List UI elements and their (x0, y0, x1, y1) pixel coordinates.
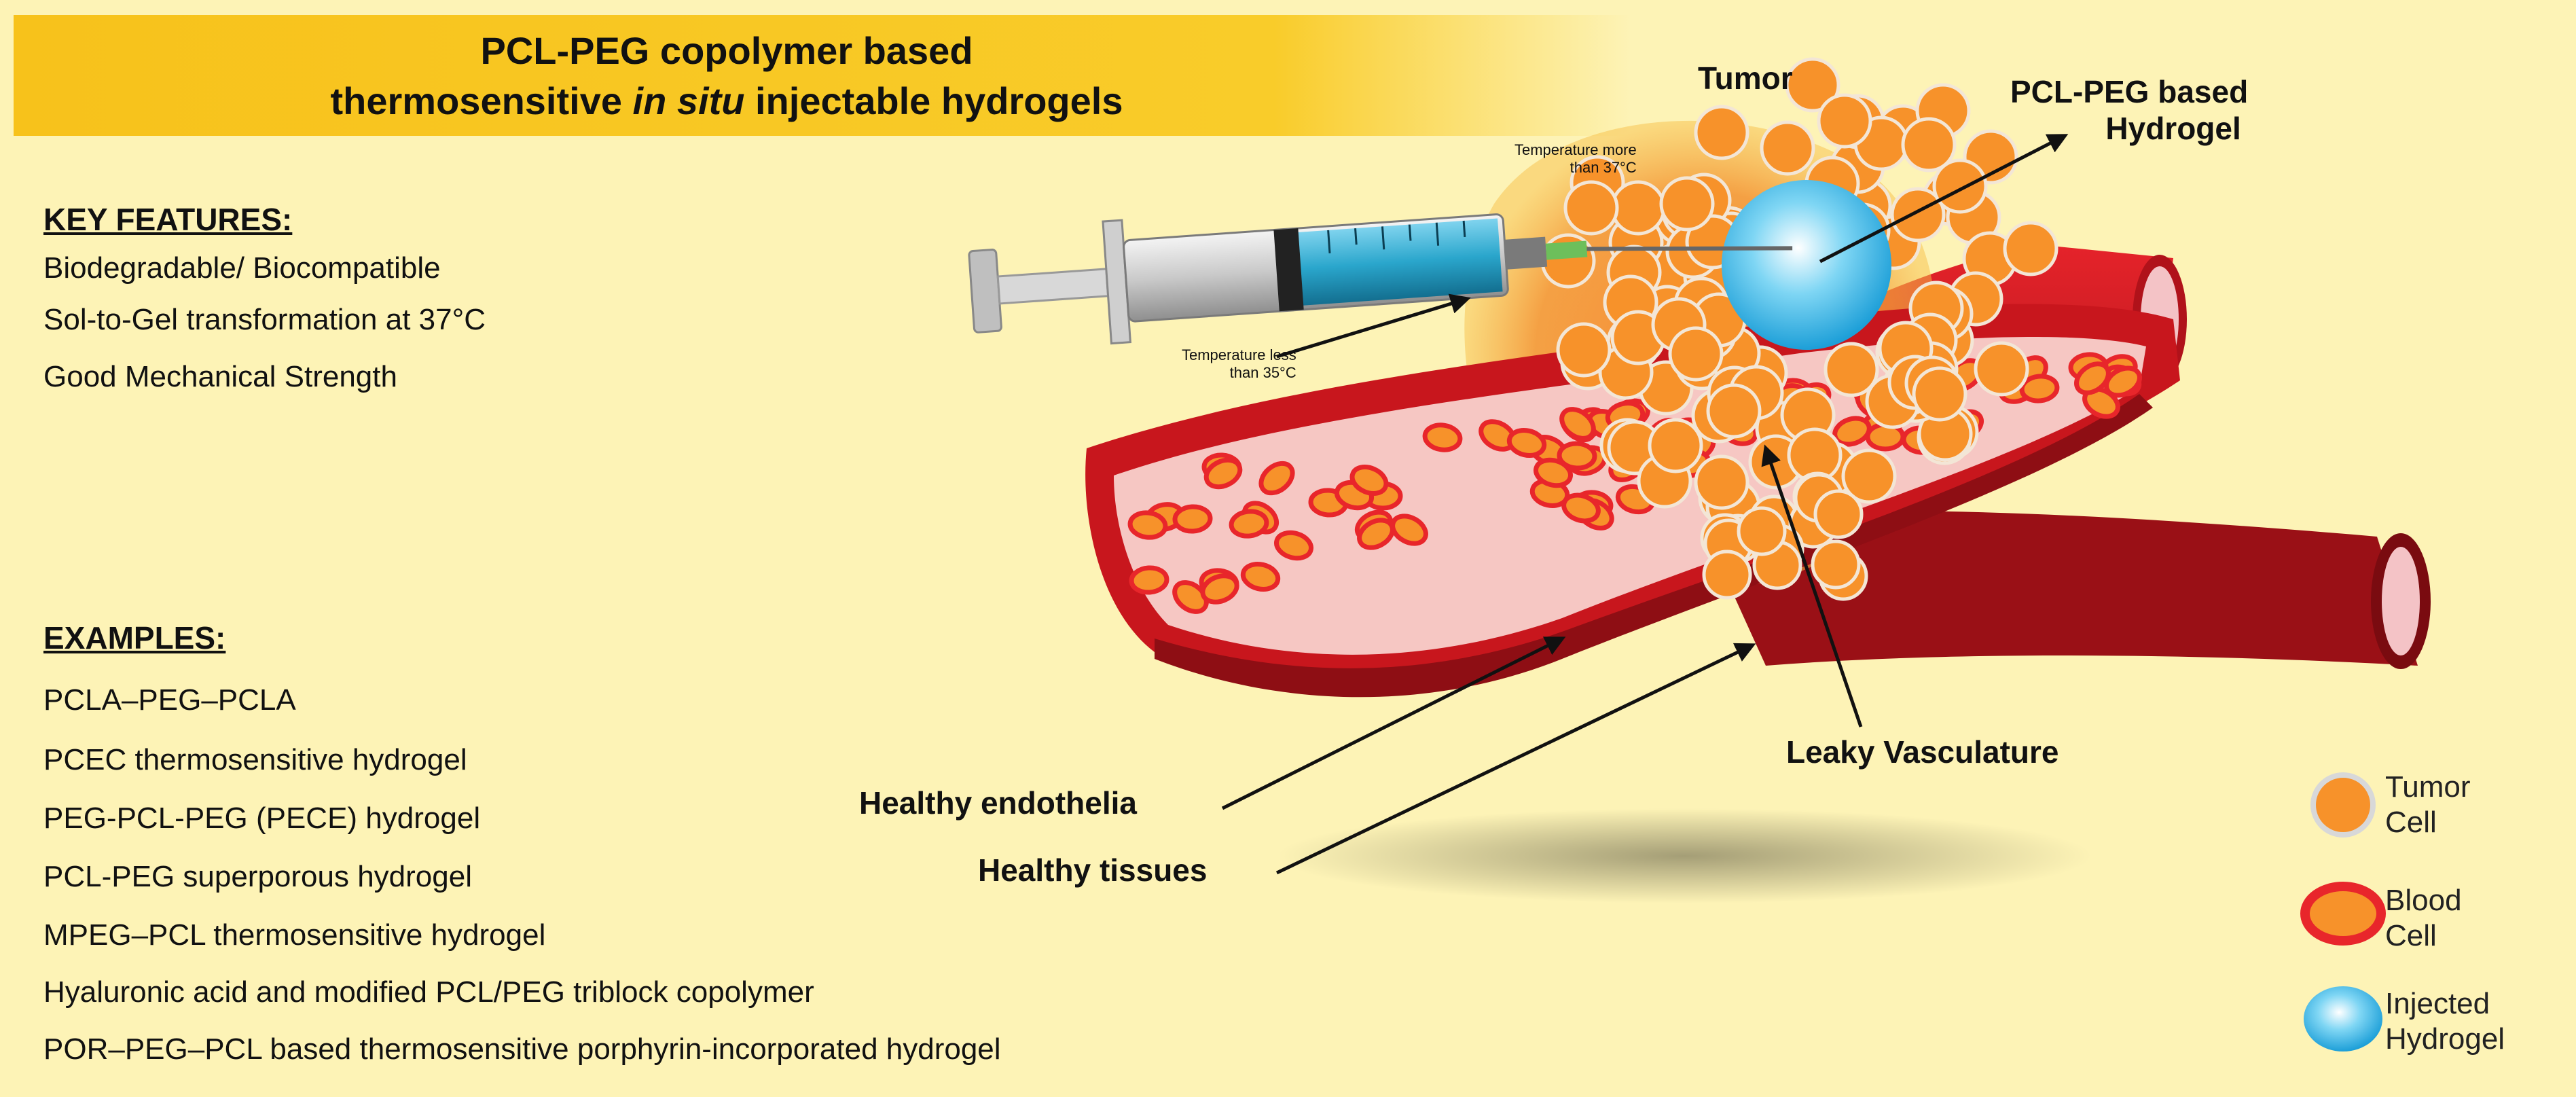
tumor-cell (1912, 366, 1967, 422)
title-line-2: thermosensitive in situ injectable hydro… (330, 79, 1123, 122)
blood-cell (1506, 428, 1547, 458)
example-item: POR–PEG–PCL based thermosensitive porphy… (43, 1032, 1001, 1066)
blood-cell (2104, 365, 2142, 398)
key-features-heading: KEY FEATURES: (43, 202, 293, 237)
blood-cell (1559, 407, 1596, 441)
blood-cell (1172, 504, 1213, 534)
tumor-cell (1694, 454, 1749, 510)
blood-cell (2074, 361, 2111, 395)
tumor-cell (1785, 57, 1840, 113)
tumor-cell (1901, 117, 1957, 173)
blood-cell (1172, 580, 1209, 614)
key-feature-item: Biodegradable/ Biocompatible (43, 251, 441, 285)
key-feature-item: Sol-to-Gel transformation at 37°C (43, 303, 486, 336)
blood-cell (1274, 530, 1313, 561)
tumor-cell (1563, 180, 1619, 236)
example-item: PCLA–PEG–PCLA (43, 683, 296, 717)
temp-more-label: Temperature more than 37°C (1514, 141, 1637, 176)
blood-cell (1422, 422, 1463, 452)
blood-cell (1203, 457, 1243, 490)
legend-icons (2300, 772, 2386, 1051)
tumor-cell (1811, 539, 1861, 590)
leaky-vasculature-label: Leaky Vasculature (1786, 734, 2059, 770)
tumor-cell (1841, 448, 1897, 504)
tumor-cell (1824, 342, 1879, 397)
tumor-cell (1659, 176, 1715, 232)
tumor-cell (1648, 418, 1703, 473)
tumor-cell (1817, 93, 1872, 149)
tumor-cell (1694, 105, 1749, 160)
example-item: PCEC thermosensitive hydrogel (43, 743, 467, 776)
healthy-endothelia-label: Healthy endothelia (859, 785, 1137, 821)
tumor-cell (1974, 341, 2029, 397)
blood-cell (1534, 457, 1573, 488)
tumor-cell (1702, 550, 1752, 600)
tumor-cell (1668, 326, 1724, 382)
hydrogel-icon (2304, 986, 2382, 1051)
tumor-cell (1737, 506, 1787, 556)
example-item: PEG-PCL-PEG (PECE) hydrogel (43, 802, 481, 835)
ground-shadow (1277, 808, 2092, 903)
key-feature-item: Good Mechanical Strength (43, 360, 397, 393)
blood-cell (1258, 461, 1295, 496)
syringe-icon (968, 213, 1793, 345)
blood-cell (1349, 465, 1389, 496)
example-item: MPEG–PCL thermosensitive hydrogel (43, 918, 546, 952)
blood-cell (1229, 509, 1269, 539)
annotation-arrows (1221, 134, 2069, 875)
temp-less-arrow (1276, 293, 1471, 359)
tumor-cell (1932, 158, 1988, 214)
example-item: PCL-PEG superporous hydrogel (43, 860, 472, 893)
hydrogel-label: PCL-PEG based Hydrogel (2010, 74, 2249, 146)
leaky-vasculature-arrow (1761, 444, 1863, 727)
healthy-tissues-arrow (1275, 643, 1756, 875)
blood-cell (1129, 565, 1169, 595)
tumor-cell (1760, 120, 1815, 176)
tumor-cell (1610, 180, 1666, 236)
example-item: Hyaluronic acid and modified PCL/PEG tri… (43, 975, 814, 1009)
blood-cell (1561, 492, 1601, 524)
temp-less-label: Temperature less than 35°C (1182, 346, 1296, 381)
tumor-cell (1813, 489, 1864, 539)
tumor-cell (1706, 383, 1762, 439)
tumor-label: Tumor (1698, 60, 1793, 96)
blood-cell (1240, 562, 1281, 592)
tumor-cell (2003, 221, 2058, 276)
blood-vessel-right (1698, 510, 2431, 669)
blood-cell (1557, 441, 1597, 471)
healthy-tissues-label: Healthy tissues (978, 852, 1208, 888)
title-banner (14, 15, 1630, 136)
tumor-cell (1890, 187, 1946, 242)
blood-cell (1200, 573, 1239, 605)
healthy-endothelia-arrow (1221, 636, 1566, 810)
blood-cell (1390, 514, 1428, 546)
blood-cell-icon (2300, 882, 2386, 946)
title-line-1: PCL-PEG copolymer based (480, 29, 973, 72)
blood-cell (2019, 374, 2060, 403)
hydrogel-arrow (1819, 134, 2069, 264)
injected-hydrogel (1722, 180, 1891, 350)
examples-heading: EXAMPLES: (43, 620, 226, 655)
tumor-cell-icon (2310, 772, 2376, 838)
tumor-cell (1556, 322, 1612, 378)
blood-cell (1127, 510, 1168, 540)
